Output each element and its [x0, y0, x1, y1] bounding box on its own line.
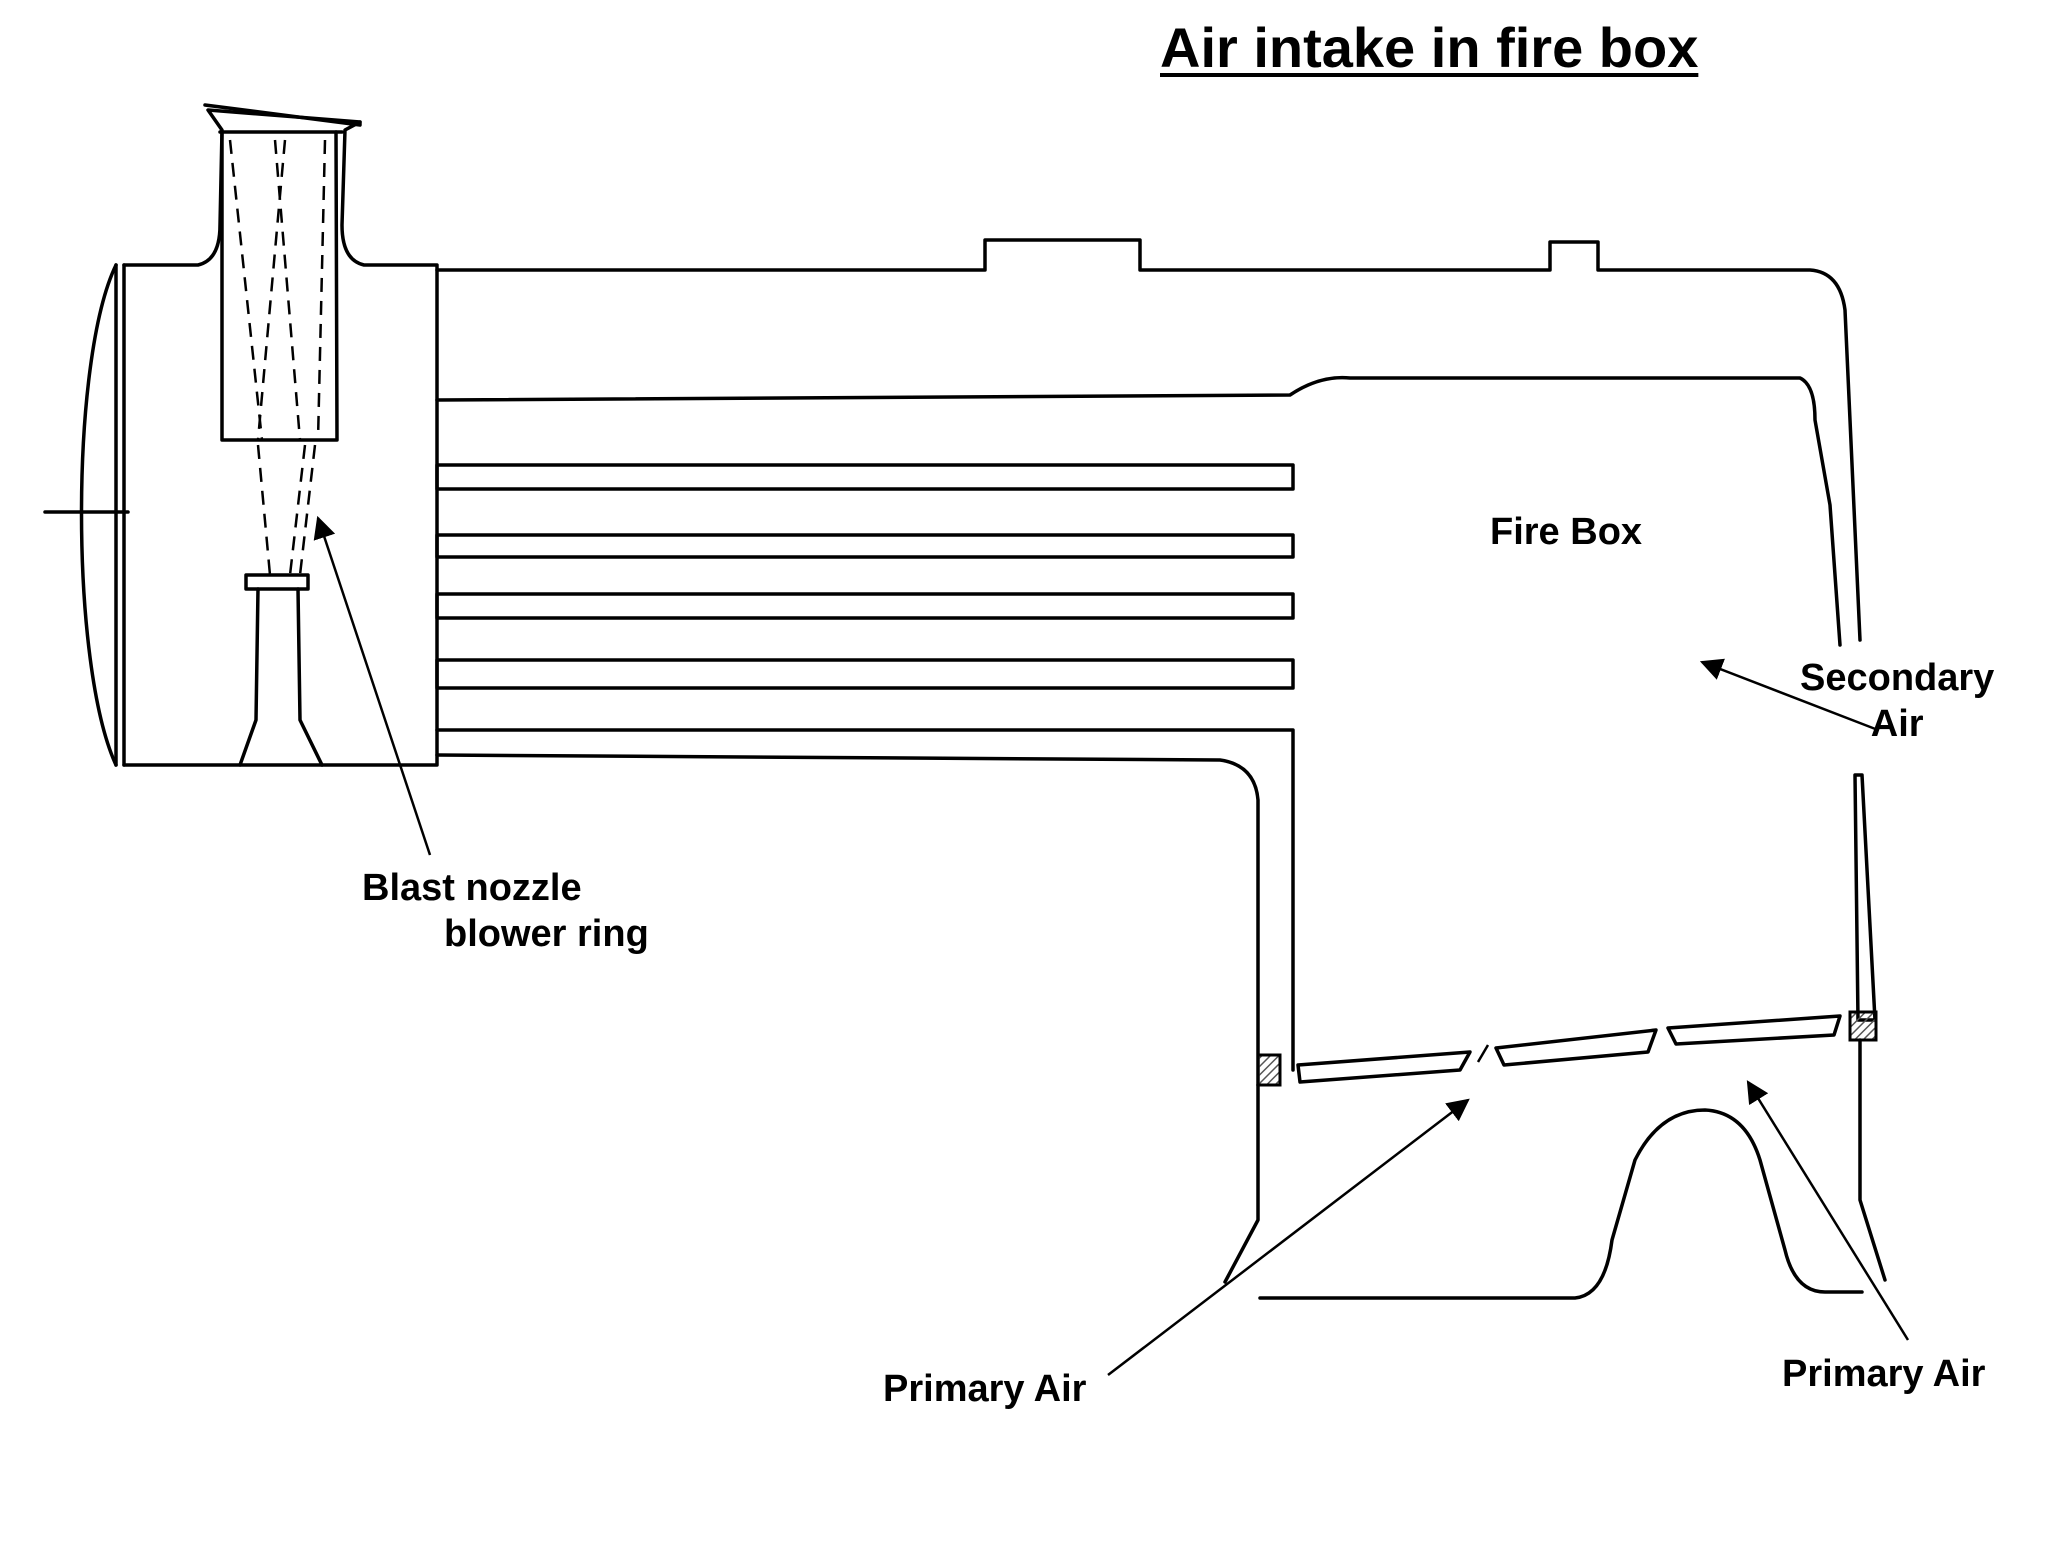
fire-grate: [1296, 1014, 1842, 1084]
blast-nozzle-label-line2: blower ring: [444, 912, 649, 955]
secondary-air-label-line2: Air: [1870, 702, 1924, 745]
blast-nozzle: [238, 573, 324, 767]
foundation-ring-left: [1256, 1053, 1282, 1087]
firebox-tubeplate: [435, 728, 1295, 1087]
foundation-ring-right: [1848, 1010, 1878, 1042]
blast-nozzle-leader: [313, 515, 432, 856]
fire-tubes: [435, 463, 1295, 690]
primary-air-left-label: Primary Air: [883, 1368, 1087, 1410]
ashpan: [1223, 1038, 1887, 1300]
secondary-air-label: Secondary Air: [1800, 656, 1994, 747]
fire-box-label: Fire Box: [1490, 511, 1643, 553]
primary-air-right-arrow: [1746, 1080, 1910, 1341]
secondary-air-label-line1: Secondary: [1800, 657, 1995, 699]
diagram-title: Air intake in fire box: [1160, 16, 1699, 79]
smokebox-door: [43, 263, 130, 767]
primary-air-right-label: Primary Air: [1782, 1353, 1986, 1395]
chimney-petticoat: [220, 130, 339, 576]
boiler-barrel: [435, 238, 1862, 647]
firebox-back-plate: [1853, 773, 1877, 1022]
secondary-air-arrow: [1699, 658, 1879, 732]
smokebox: [122, 103, 439, 767]
blast-nozzle-label: Blast nozzle blower ring: [362, 866, 649, 957]
blast-nozzle-label-line1: Blast nozzle: [362, 867, 582, 909]
primary-air-left-arrow: [1107, 1098, 1470, 1376]
